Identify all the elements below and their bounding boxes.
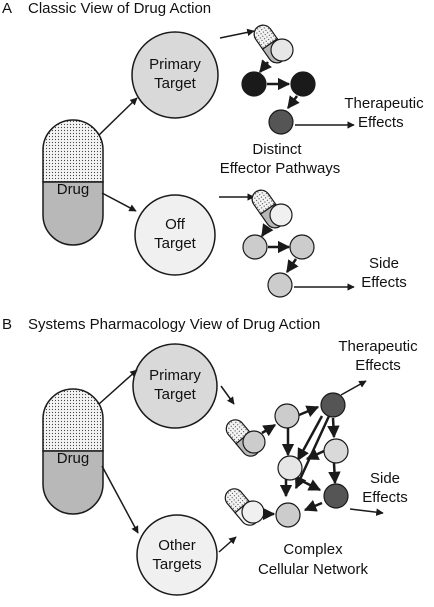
network-edges bbox=[261, 405, 341, 521]
network-node bbox=[274, 403, 300, 429]
primary-target-b-line2: Target bbox=[154, 386, 197, 403]
panel-a-title: Classic View of Drug Action bbox=[28, 0, 211, 17]
pathway-arrow bbox=[285, 258, 299, 274]
effector-node bbox=[242, 234, 268, 260]
arrow-primary-pill-a bbox=[219, 28, 255, 39]
primary-target-a-line2: Target bbox=[154, 75, 197, 92]
panel-b-title: Systems Pharmacology View of Drug Action bbox=[28, 316, 320, 333]
pathway-arrow bbox=[287, 95, 300, 109]
primary-target-a: Primary Target bbox=[131, 31, 219, 119]
network-node bbox=[277, 455, 303, 481]
arrow-therapeutic-b bbox=[340, 380, 367, 396]
off-target-a: Off Target bbox=[134, 194, 216, 276]
network-node bbox=[320, 392, 346, 418]
therapeutic-effects-a-line2: Effects bbox=[358, 114, 404, 131]
pathways-label-line1: Distinct bbox=[252, 141, 302, 158]
panel-a-letter: A bbox=[2, 0, 12, 17]
arrow-drug-other-b bbox=[101, 465, 139, 534]
therapeutic-effects-b-line1: Therapeutic bbox=[338, 338, 418, 355]
effector-node bbox=[268, 109, 294, 135]
therapeutic-effects-a-line1: Therapeutic bbox=[344, 95, 424, 112]
therapeutic-effects-b-line2: Effects bbox=[355, 357, 401, 374]
other-targets-b-line2: Targets bbox=[152, 556, 201, 573]
panel-b-letter: B bbox=[2, 316, 12, 333]
drug-label-b: Drug bbox=[57, 450, 90, 467]
arrow-drug-primary-a bbox=[98, 97, 138, 136]
effector-node bbox=[267, 272, 293, 298]
side-effects-a-line2: Effects bbox=[361, 274, 407, 291]
effector-node bbox=[289, 234, 315, 260]
other-targets-b-line1: Other bbox=[158, 537, 196, 554]
primary-target-b-line1: Primary bbox=[149, 367, 201, 384]
side-effects-a-line1: Side bbox=[369, 255, 399, 272]
pathways-label-line2: Effector Pathways bbox=[220, 160, 341, 177]
receptor-node bbox=[242, 430, 266, 454]
receptor-node bbox=[241, 500, 265, 524]
side-effects-b-line2: Effects bbox=[362, 489, 408, 506]
network-node bbox=[323, 438, 349, 464]
side-effects-b-line1: Side bbox=[370, 470, 400, 487]
pathway-arrow bbox=[259, 59, 272, 73]
primary-target-b: Primary Target bbox=[132, 343, 218, 429]
off-target-a-line2: Target bbox=[154, 235, 197, 252]
network-label-line2: Cellular Network bbox=[258, 561, 369, 578]
network-node bbox=[323, 483, 349, 509]
other-targets-b: Other Targets bbox=[136, 514, 218, 596]
effector-node bbox=[241, 71, 267, 97]
receptor-node bbox=[270, 38, 294, 62]
drug-pill-a: Drug bbox=[42, 119, 104, 246]
drug-pill-b: Drug bbox=[42, 388, 104, 515]
pathway-arrow bbox=[260, 223, 274, 238]
panel-b: B Systems Pharmacology View of Drug Acti… bbox=[2, 316, 418, 596]
arrow-drug-off-a bbox=[101, 192, 137, 212]
primary-target-a-line1: Primary bbox=[149, 56, 201, 73]
arrow-primary-pill-b bbox=[220, 385, 235, 405]
arrow-side-b bbox=[349, 508, 384, 516]
panel-a: A Classic View of Drug Action Drug Prima… bbox=[2, 0, 424, 298]
network-node bbox=[275, 502, 301, 528]
off-target-a-line1: Off bbox=[165, 216, 186, 233]
receptor-node bbox=[269, 203, 293, 227]
network-label-line1: Complex bbox=[283, 541, 343, 558]
effector-node bbox=[290, 71, 316, 97]
drug-label-a: Drug bbox=[57, 181, 90, 198]
arrow-other-pill-b bbox=[218, 536, 237, 553]
arrow-drug-primary-b bbox=[98, 369, 138, 405]
